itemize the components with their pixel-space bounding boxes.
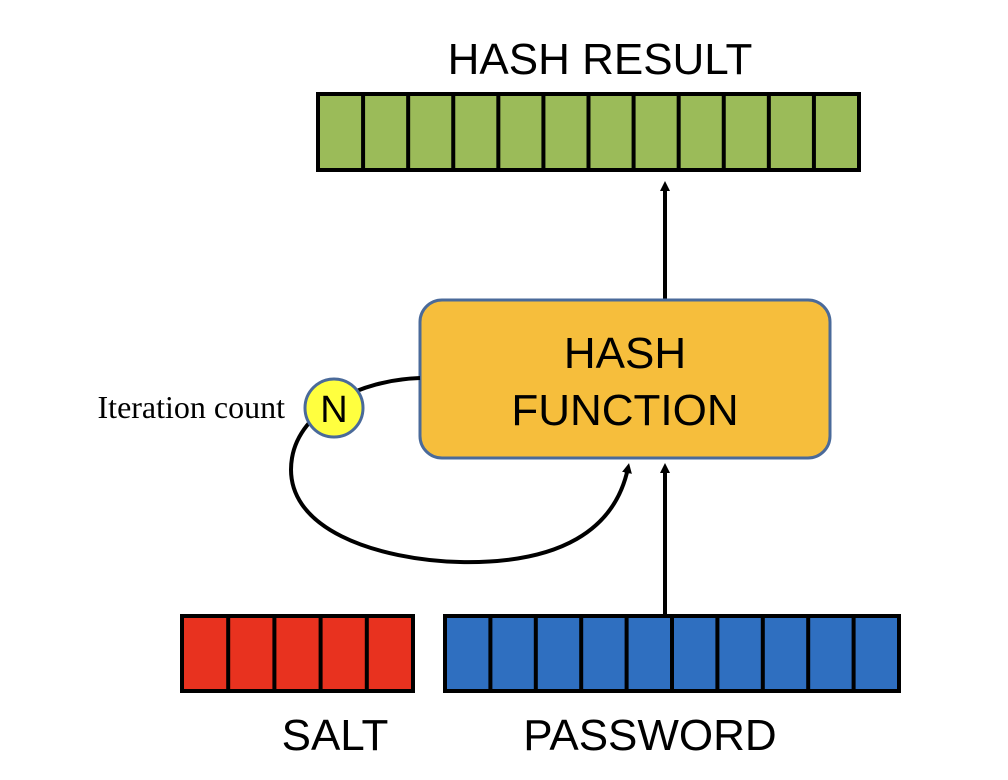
- password-cell: [583, 618, 625, 689]
- hash-function-line1: HASH: [564, 329, 686, 378]
- salt-label: SALT: [282, 711, 389, 760]
- hash-result-bar: [316, 92, 861, 172]
- salt-cell: [184, 618, 227, 689]
- password-cell: [764, 618, 807, 689]
- password-bar: [443, 614, 901, 693]
- hash-result-cell: [680, 96, 722, 168]
- iteration-count-badge: N: [303, 377, 365, 439]
- password-cell: [810, 618, 852, 689]
- password-cell: [628, 618, 670, 689]
- salt-cell: [368, 618, 411, 689]
- password-cell: [492, 618, 534, 689]
- hash-result-cell: [545, 96, 587, 168]
- password-cell: [447, 618, 489, 689]
- salt-cell: [276, 618, 319, 689]
- password-cell: [719, 618, 761, 689]
- hash-result-cell: [365, 96, 407, 168]
- hash-result-cell: [500, 96, 542, 168]
- iteration-count-label: Iteration count: [98, 389, 286, 425]
- password-cell: [537, 618, 580, 689]
- hash-result-cell: [590, 96, 632, 168]
- password-label: PASSWORD: [523, 711, 776, 760]
- salt-cell: [230, 618, 273, 689]
- hash-result-cell: [815, 96, 857, 168]
- hash-result-cell: [410, 96, 452, 168]
- salt-bar: [180, 614, 415, 693]
- hash-result-cell: [725, 96, 767, 168]
- password-cell: [674, 618, 716, 689]
- hash-result-label: HASH RESULT: [448, 35, 753, 84]
- hash-result-cell: [320, 96, 362, 168]
- hash-result-frame: [316, 92, 861, 172]
- password-cell: [855, 618, 897, 689]
- hash-function-box: HASH FUNCTION: [418, 298, 832, 460]
- hash-result-cell: [455, 96, 497, 168]
- iteration-symbol: N: [320, 389, 347, 431]
- hash-result-cell: [770, 96, 812, 168]
- hash-function-line2: FUNCTION: [511, 386, 738, 435]
- hash-result-cell: [635, 96, 677, 168]
- salt-cell: [322, 618, 365, 689]
